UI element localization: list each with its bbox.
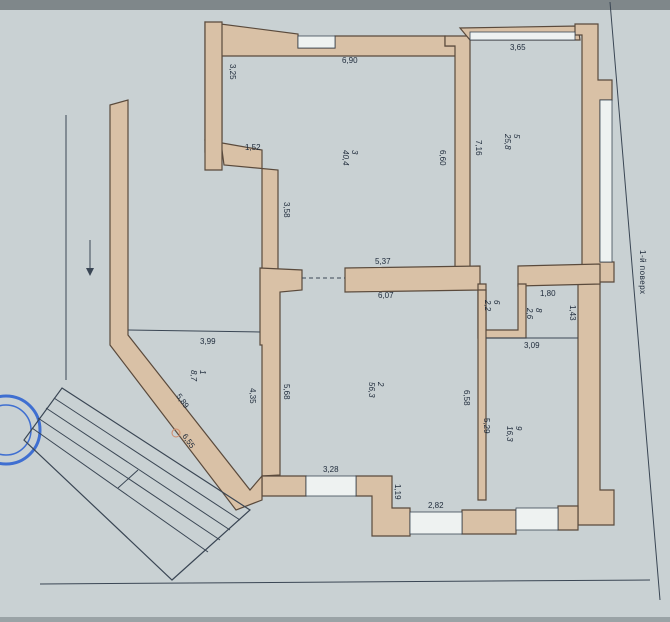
dim-716: 7,16	[474, 140, 483, 156]
dim-537: 5,37	[375, 257, 391, 266]
dim-119: 1,19	[393, 484, 402, 500]
frame-line-bottom	[39, 579, 651, 585]
windows	[297, 31, 613, 535]
room-6-label: 62,2	[483, 299, 501, 312]
floor-title: 1-й поверх	[638, 250, 647, 295]
room-3-label: 340,4	[341, 150, 359, 166]
dim-658: 6,58	[462, 390, 471, 406]
dim-435: 4,35	[248, 388, 257, 404]
marker-circle	[171, 428, 181, 438]
frame-line-right	[609, 1, 661, 601]
dim-282: 2,82	[428, 501, 444, 510]
stairs	[23, 387, 251, 581]
dim-399: 3,99	[200, 337, 216, 346]
room-1-label: 18,7	[189, 370, 207, 382]
inner-lines	[127, 277, 578, 339]
dim-152: 1,52	[245, 143, 261, 152]
dim-607: 6,07	[378, 291, 394, 300]
dim-529: 5,29	[482, 418, 491, 434]
room-9-label: 916,3	[505, 426, 523, 442]
dim-358: 3,58	[282, 202, 291, 218]
dim-660: 6,60	[438, 150, 447, 166]
room-2-label: 256,3	[367, 381, 385, 398]
dim-top-690: 6,90	[342, 56, 358, 65]
dim-143: 1,43	[568, 305, 577, 321]
room-5-label: 525,8	[503, 133, 521, 150]
dim-left-325: 3,25	[228, 64, 237, 80]
entrance-path	[65, 115, 94, 380]
dim-309: 3,09	[524, 341, 540, 350]
room-8-label: 82,6	[525, 307, 543, 320]
dim-328: 3,28	[323, 465, 339, 474]
dim-568: 5,68	[282, 384, 291, 400]
dim-180: 1,80	[540, 289, 556, 298]
dim-top-365: 3,65	[510, 43, 526, 52]
